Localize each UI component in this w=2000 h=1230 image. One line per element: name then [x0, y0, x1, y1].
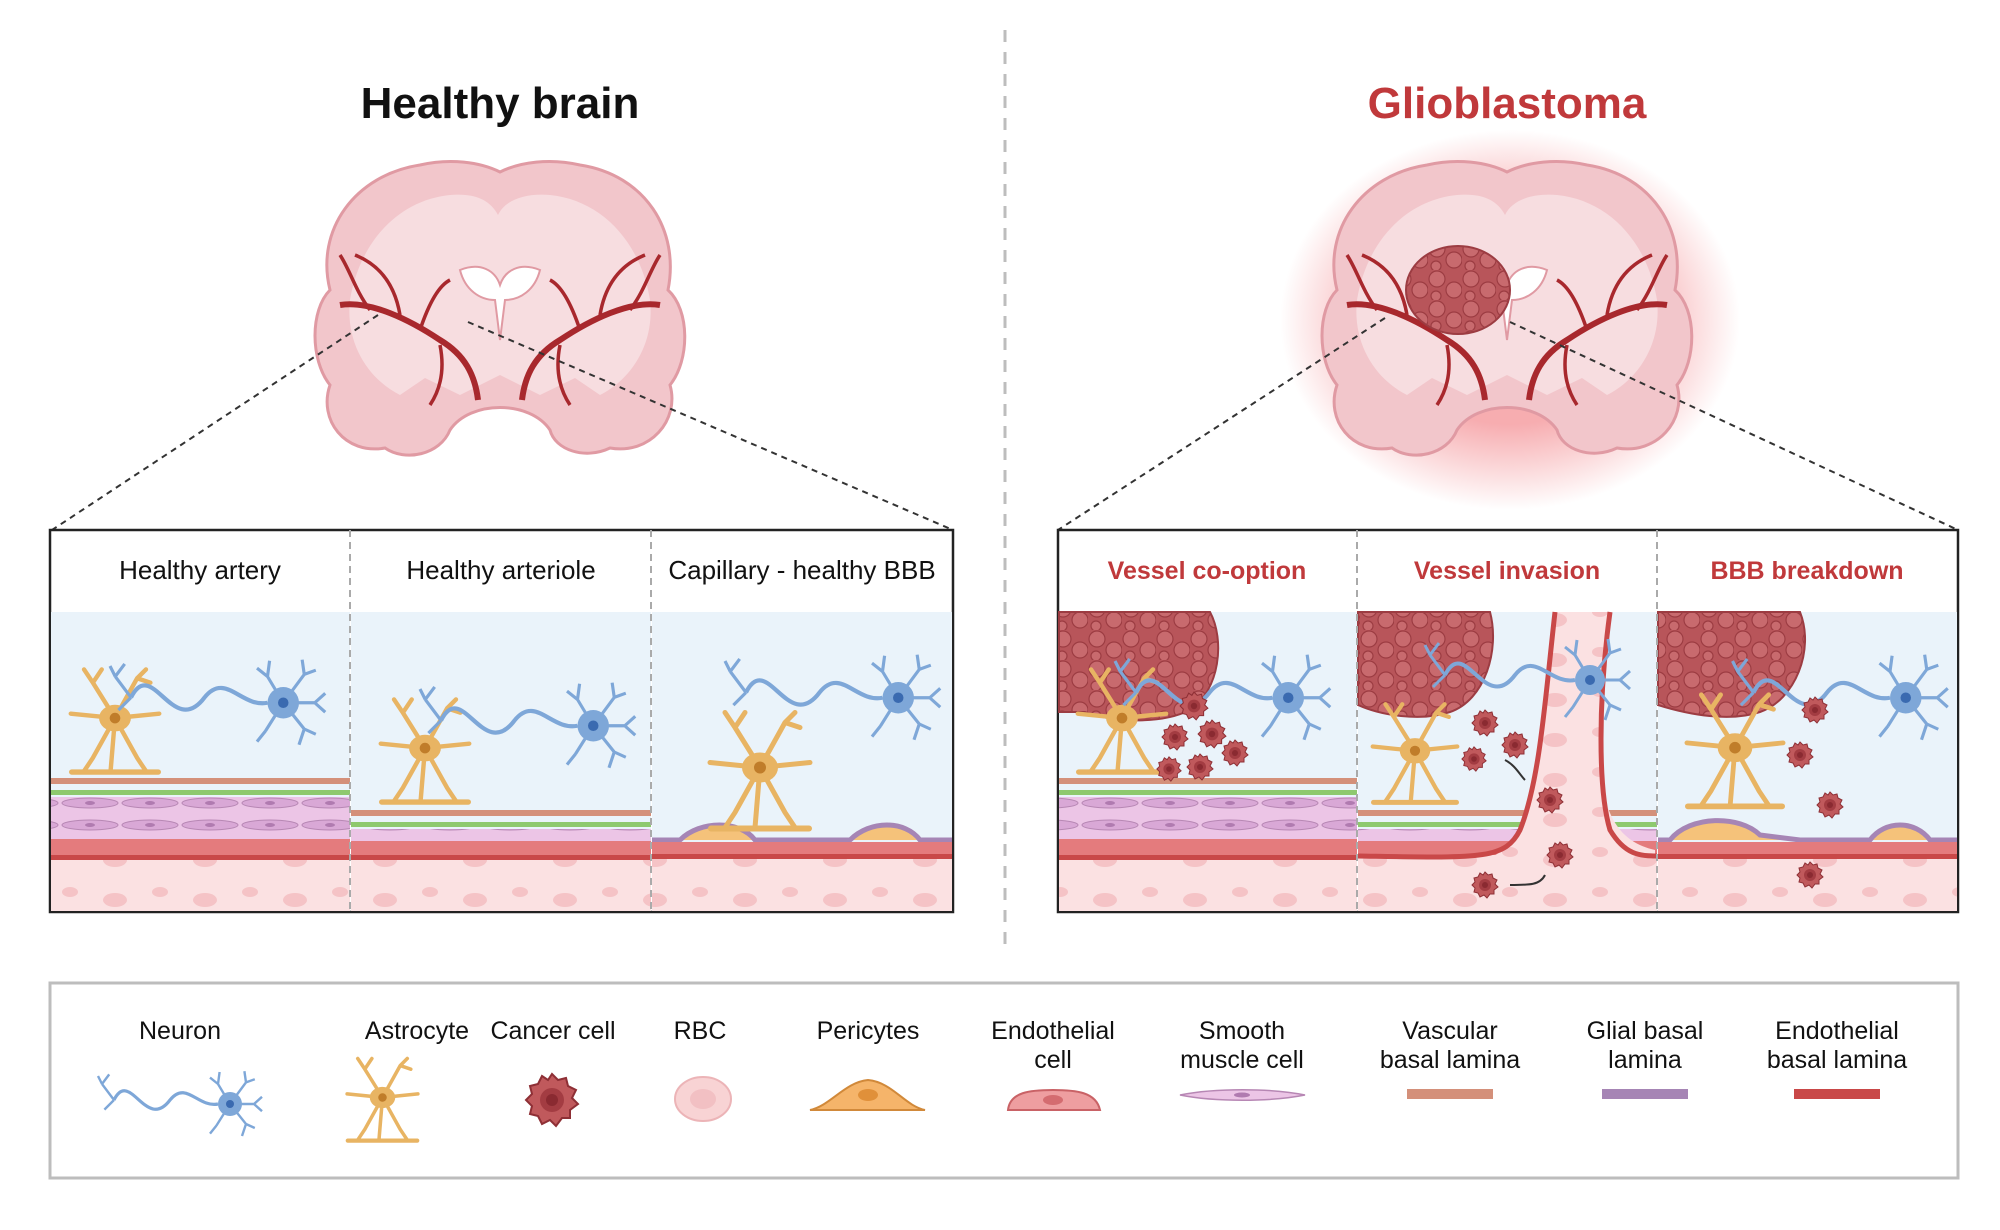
legend-item-glial-basal-lamina: Glial basal lamina: [1587, 1017, 1704, 1099]
panel-healthy-artery: [51, 612, 350, 911]
panel-vessel-invasion: [1357, 611, 1658, 911]
label-bbb-breakdown: BBB breakdown: [1710, 557, 1903, 585]
label-capillary-healthy-bbb: Capillary - healthy BBB: [668, 555, 935, 585]
pericyte-icon: [809, 1078, 926, 1111]
legend-label-cancer-cell: Cancer cell: [490, 1017, 615, 1045]
healthy-vessels-panel: Healthy artery Healthy arteriole Capilla…: [48, 528, 955, 914]
endothelial-cell-icon: [1006, 1088, 1102, 1111]
label-healthy-arteriole: Healthy arteriole: [406, 555, 595, 585]
legend: Neuron Astrocyte Cancer cell RBC Pericyt…: [48, 981, 1960, 1180]
healthy-title: Healthy brain: [361, 79, 640, 128]
label-vessel-co-option: Vessel co-option: [1108, 557, 1307, 585]
legend-label-vascular-1: Vascular: [1402, 1017, 1497, 1045]
panel-vessel-co-option: [1058, 611, 1357, 911]
legend-item-cancer-cell: Cancer cell: [490, 1017, 616, 1127]
label-healthy-artery: Healthy artery: [119, 555, 281, 585]
legend-item-pericytes: Pericytes: [809, 1017, 926, 1111]
smooth-muscle-cell-icon: [1179, 1089, 1306, 1101]
legend-label-endo-lamina-2: basal lamina: [1767, 1046, 1907, 1074]
legend-item-endothelial-cell: Endothelial cell: [991, 1017, 1115, 1111]
healthy-brain-illustration: [313, 160, 687, 457]
legend-item-neuron: Neuron: [96, 1017, 264, 1138]
zoom-line-right: [467, 321, 954, 531]
panel-capillary-healthy-bbb: [652, 612, 952, 911]
glioblastoma-brain-illustration: [1280, 130, 1740, 510]
legend-item-vascular-basal-lamina: Vascular basal lamina: [1380, 1017, 1520, 1099]
zoom-line-left: [51, 314, 379, 531]
rbc-icon: [674, 1076, 732, 1122]
legend-label-smooth-muscle-1: Smooth: [1199, 1017, 1285, 1045]
legend-item-astrocyte: Astrocyte: [343, 1017, 469, 1145]
legend-label-glial-2: lamina: [1608, 1046, 1682, 1074]
zoom-line-left-tumor: [1057, 317, 1386, 531]
vascular-basal-lamina-icon: [1407, 1089, 1493, 1099]
panel-healthy-arteriole: [351, 612, 651, 911]
glial-basal-lamina-icon: [1602, 1089, 1688, 1099]
legend-item-smooth-muscle-cell: Smooth muscle cell: [1179, 1017, 1306, 1101]
legend-label-rbc: RBC: [674, 1017, 727, 1045]
legend-item-rbc: RBC: [674, 1017, 732, 1122]
legend-label-glial-1: Glial basal: [1587, 1017, 1704, 1045]
legend-label-endothelial-cell-2: cell: [1034, 1046, 1072, 1074]
legend-label-vascular-2: basal lamina: [1380, 1046, 1520, 1074]
label-vessel-invasion: Vessel invasion: [1414, 557, 1600, 585]
panel-bbb-breakdown: [1657, 611, 1957, 911]
zoom-line-right-tumor: [1509, 321, 1959, 531]
tumor-vessels-panel: Vessel co-option Vessel invasion BBB bre…: [1056, 528, 1960, 914]
legend-label-endothelial-cell-1: Endothelial: [991, 1017, 1115, 1045]
legend-label-pericytes: Pericytes: [817, 1017, 920, 1045]
endothelial-basal-lamina-icon: [1794, 1089, 1880, 1099]
legend-label-astrocyte: Astrocyte: [365, 1017, 469, 1045]
legend-label-smooth-muscle-2: muscle cell: [1180, 1046, 1304, 1074]
legend-item-endothelial-basal-lamina: Endothelial basal lamina: [1767, 1017, 1907, 1099]
legend-label-neuron: Neuron: [139, 1017, 221, 1045]
legend-label-endo-lamina-1: Endothelial: [1775, 1017, 1899, 1045]
tumor-title: Glioblastoma: [1368, 79, 1647, 128]
